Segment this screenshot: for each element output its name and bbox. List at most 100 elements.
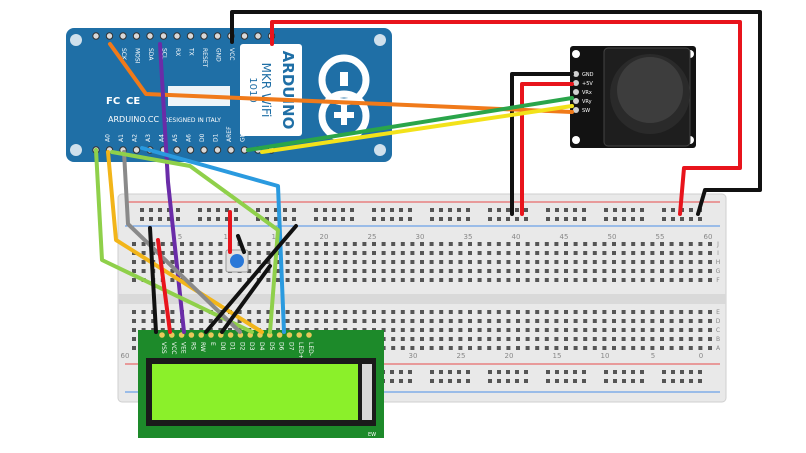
breadboard-hole bbox=[410, 278, 415, 282]
breadboard-hole bbox=[631, 251, 636, 255]
mount-hole bbox=[572, 50, 580, 58]
breadboard-hole bbox=[573, 251, 578, 255]
breadboard-hole bbox=[218, 242, 223, 246]
breadboard-row-letter: D bbox=[716, 318, 721, 325]
wire-gray-e[interactable] bbox=[122, 150, 242, 334]
breadboard-hole bbox=[141, 269, 146, 273]
breadboard-hole bbox=[544, 269, 549, 273]
breadboard-hole bbox=[439, 310, 444, 314]
breadboard-hole bbox=[343, 278, 348, 282]
joystick-knob[interactable] bbox=[617, 57, 683, 123]
wire-red-lcd-vcc[interactable] bbox=[156, 238, 172, 334]
wifi-module bbox=[240, 44, 302, 136]
wire-red-5v-top[interactable] bbox=[270, 20, 742, 216]
wire-black-gnd-lcd[interactable] bbox=[220, 264, 272, 334]
rail-hole bbox=[466, 217, 470, 221]
wire-blue-d7[interactable] bbox=[140, 146, 286, 334]
breadboard-hole bbox=[439, 337, 444, 341]
breadboard-hole bbox=[592, 242, 597, 246]
breadboard-hole bbox=[708, 328, 712, 332]
lcd-pin-label: E bbox=[209, 342, 216, 346]
breadboard-hole bbox=[535, 260, 540, 264]
breadboard-hole bbox=[631, 328, 636, 332]
breadboard-hole bbox=[506, 242, 511, 246]
breadboard-hole bbox=[266, 242, 271, 246]
breadboard-hole bbox=[564, 251, 568, 255]
push-button-cap[interactable] bbox=[230, 254, 244, 268]
breadboard-hole bbox=[679, 337, 684, 341]
breadboard-hole bbox=[516, 328, 520, 332]
mount-hole bbox=[70, 144, 82, 156]
breadboard-hole bbox=[535, 310, 540, 314]
breadboard-hole bbox=[362, 319, 367, 323]
breadboard-hole bbox=[439, 278, 444, 282]
breadboard-hole bbox=[141, 310, 146, 314]
breadboard-hole bbox=[573, 242, 578, 246]
rail-hole bbox=[671, 208, 675, 212]
wire-purple-rs[interactable] bbox=[158, 42, 186, 334]
wire-lightgreen-d4[interactable] bbox=[94, 148, 254, 334]
breadboard-hole bbox=[458, 346, 463, 350]
breadboard-hole bbox=[583, 260, 588, 264]
breadboard-hole bbox=[391, 251, 396, 255]
wire-black-rw[interactable] bbox=[204, 224, 298, 334]
rail-hole bbox=[698, 217, 702, 221]
rail-hole bbox=[582, 379, 586, 383]
breadboard-hole bbox=[372, 278, 376, 282]
breadboard-hole bbox=[132, 346, 136, 350]
wire-orange-vrx[interactable] bbox=[108, 42, 574, 114]
breadboard-hole bbox=[448, 319, 453, 323]
breadboard-hole bbox=[266, 260, 271, 264]
breadboard-hole bbox=[506, 269, 511, 273]
breadboard-hole bbox=[525, 242, 530, 246]
breadboard-hole bbox=[516, 269, 520, 273]
breadboard-hole bbox=[573, 260, 578, 264]
breadboard-hole bbox=[372, 319, 376, 323]
breadboard-hole bbox=[535, 328, 540, 332]
top-rail-holes bbox=[140, 208, 702, 221]
rail-hole bbox=[546, 208, 550, 212]
wire-lightgreen-d6[interactable] bbox=[110, 150, 280, 334]
breadboard-hole bbox=[544, 260, 549, 264]
breadboard-hole bbox=[208, 251, 213, 255]
rail-hole bbox=[158, 217, 162, 221]
breadboard-hole bbox=[362, 269, 367, 273]
breadboard-hole bbox=[592, 328, 597, 332]
wire-black-gnd-top[interactable] bbox=[230, 10, 762, 216]
breadboard-hole bbox=[564, 260, 568, 264]
breadboard-hole bbox=[679, 242, 684, 246]
breadboard-hole bbox=[228, 278, 232, 282]
breadboard-hole bbox=[688, 310, 693, 314]
rail-hole bbox=[604, 370, 608, 374]
breadboard-hole bbox=[660, 346, 664, 350]
joystick-pin-label: SW bbox=[582, 108, 590, 114]
rail-hole bbox=[448, 208, 452, 212]
wire-black-button[interactable] bbox=[236, 234, 246, 254]
lcd-pin-label: VCC bbox=[170, 342, 177, 354]
rail-hole bbox=[524, 370, 528, 374]
breadboard-hole bbox=[679, 346, 684, 350]
wire-gold-d5[interactable] bbox=[106, 150, 264, 334]
breadboard-hole bbox=[602, 260, 607, 264]
breadboard-hole bbox=[660, 251, 664, 255]
wire-black-joystick-gnd[interactable] bbox=[510, 72, 574, 216]
wire-red-joystick-5v[interactable] bbox=[520, 82, 574, 216]
breadboard-hole bbox=[487, 260, 492, 264]
breadboard-hole bbox=[525, 319, 530, 323]
rail-hole bbox=[448, 379, 452, 383]
wire-yellow-sw[interactable] bbox=[260, 104, 574, 154]
breadboard-hole bbox=[199, 242, 204, 246]
breadboard-hole bbox=[237, 319, 242, 323]
wire-black-lcd-vss[interactable] bbox=[148, 226, 158, 334]
breadboard-hole bbox=[410, 310, 415, 314]
breadboard-hole bbox=[400, 269, 405, 273]
rail-hole bbox=[350, 208, 354, 212]
breadboard-hole bbox=[285, 310, 290, 314]
breadboard-hole bbox=[621, 328, 626, 332]
breadboard-hole bbox=[708, 260, 712, 264]
wire-green-vry[interactable] bbox=[246, 96, 574, 152]
breadboard-hole bbox=[477, 337, 482, 341]
breadboard-hole bbox=[381, 310, 386, 314]
rail-hole bbox=[457, 379, 461, 383]
breadboard-hole bbox=[698, 346, 703, 350]
